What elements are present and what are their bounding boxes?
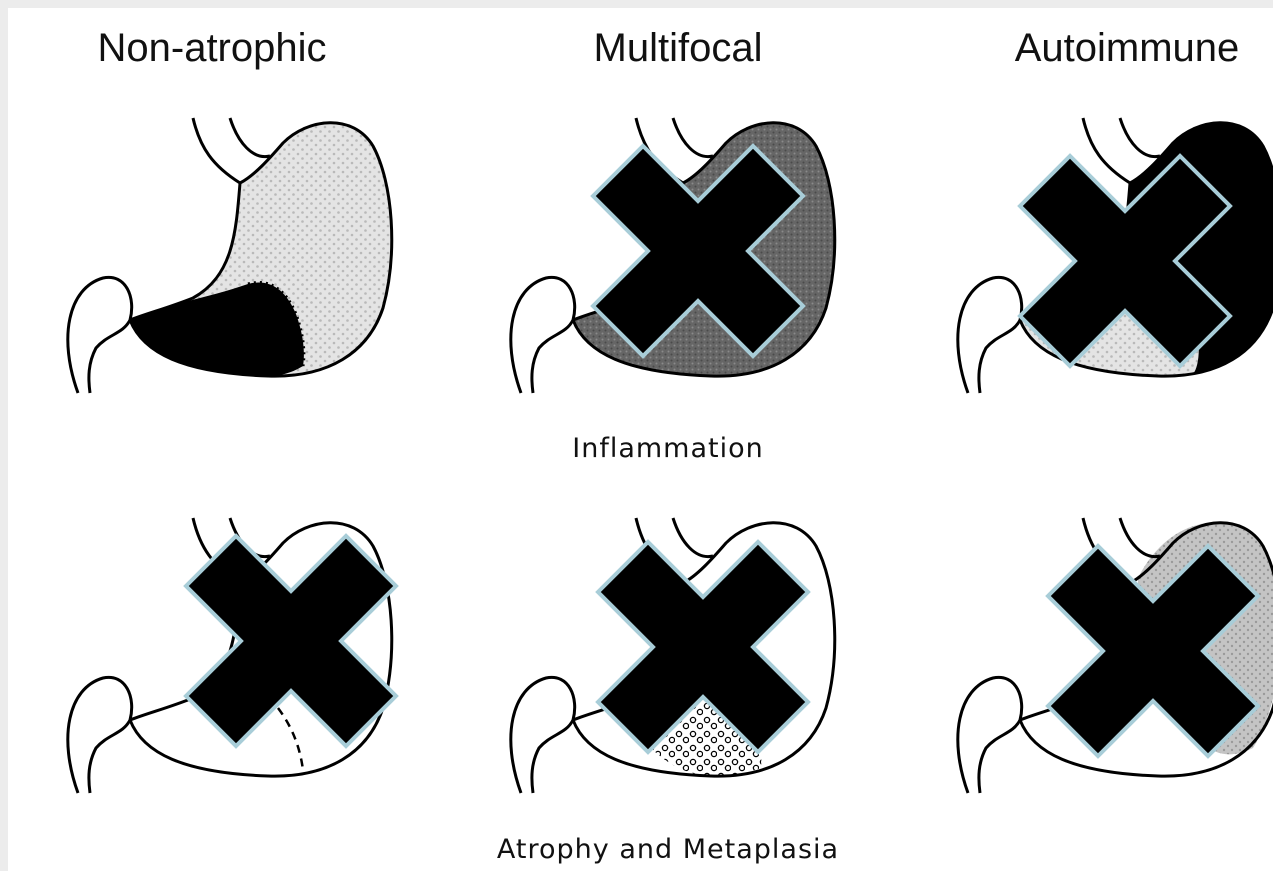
stomach-non-atrophic-inflammation xyxy=(68,118,392,393)
figure-panel: Non-atrophic Multifocal Autoimmune Infla… xyxy=(8,8,1273,871)
stomach-diagrams xyxy=(8,8,1273,871)
